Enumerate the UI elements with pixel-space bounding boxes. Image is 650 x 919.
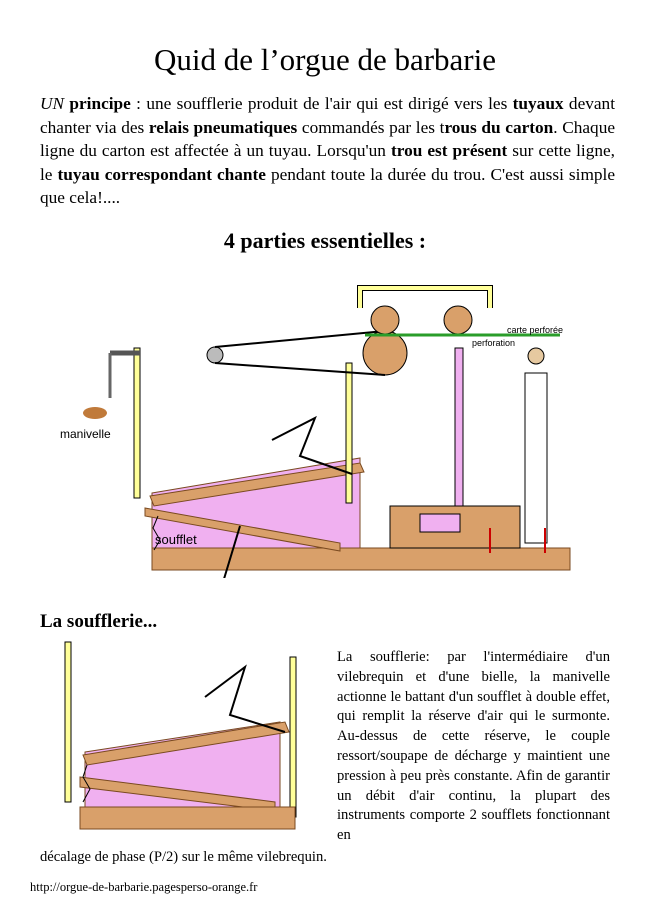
organ-diagram: manivelle soufflet carte perforée perfor… bbox=[60, 285, 571, 578]
soufflerie-paragraph-end: décalage de phase (P/2) sur le même vile… bbox=[40, 849, 327, 865]
label-perforation: perforation bbox=[472, 338, 515, 348]
page-title: Quid de l’orgue de barbarie bbox=[153, 42, 496, 77]
soufflerie-title: La soufflerie... bbox=[40, 611, 158, 632]
soufflerie-paragraph: La soufflerie: par l'intermédiaire d'un … bbox=[337, 649, 610, 844]
intro-principe: principe bbox=[69, 94, 131, 113]
intro-paragraph: UN principe : une soufflerie produit de … bbox=[40, 94, 616, 207]
label-manivelle: manivelle bbox=[60, 427, 111, 441]
label-carte: carte perforée bbox=[507, 325, 563, 335]
source-url: http://orgue-de-barbarie.pagesperso-oran… bbox=[30, 880, 258, 894]
intro-un: UN bbox=[40, 94, 65, 113]
label-soufflet: soufflet bbox=[155, 532, 197, 547]
section-title: 4 parties essentielles : bbox=[223, 228, 427, 253]
soufflerie-diagram bbox=[64, 641, 297, 830]
